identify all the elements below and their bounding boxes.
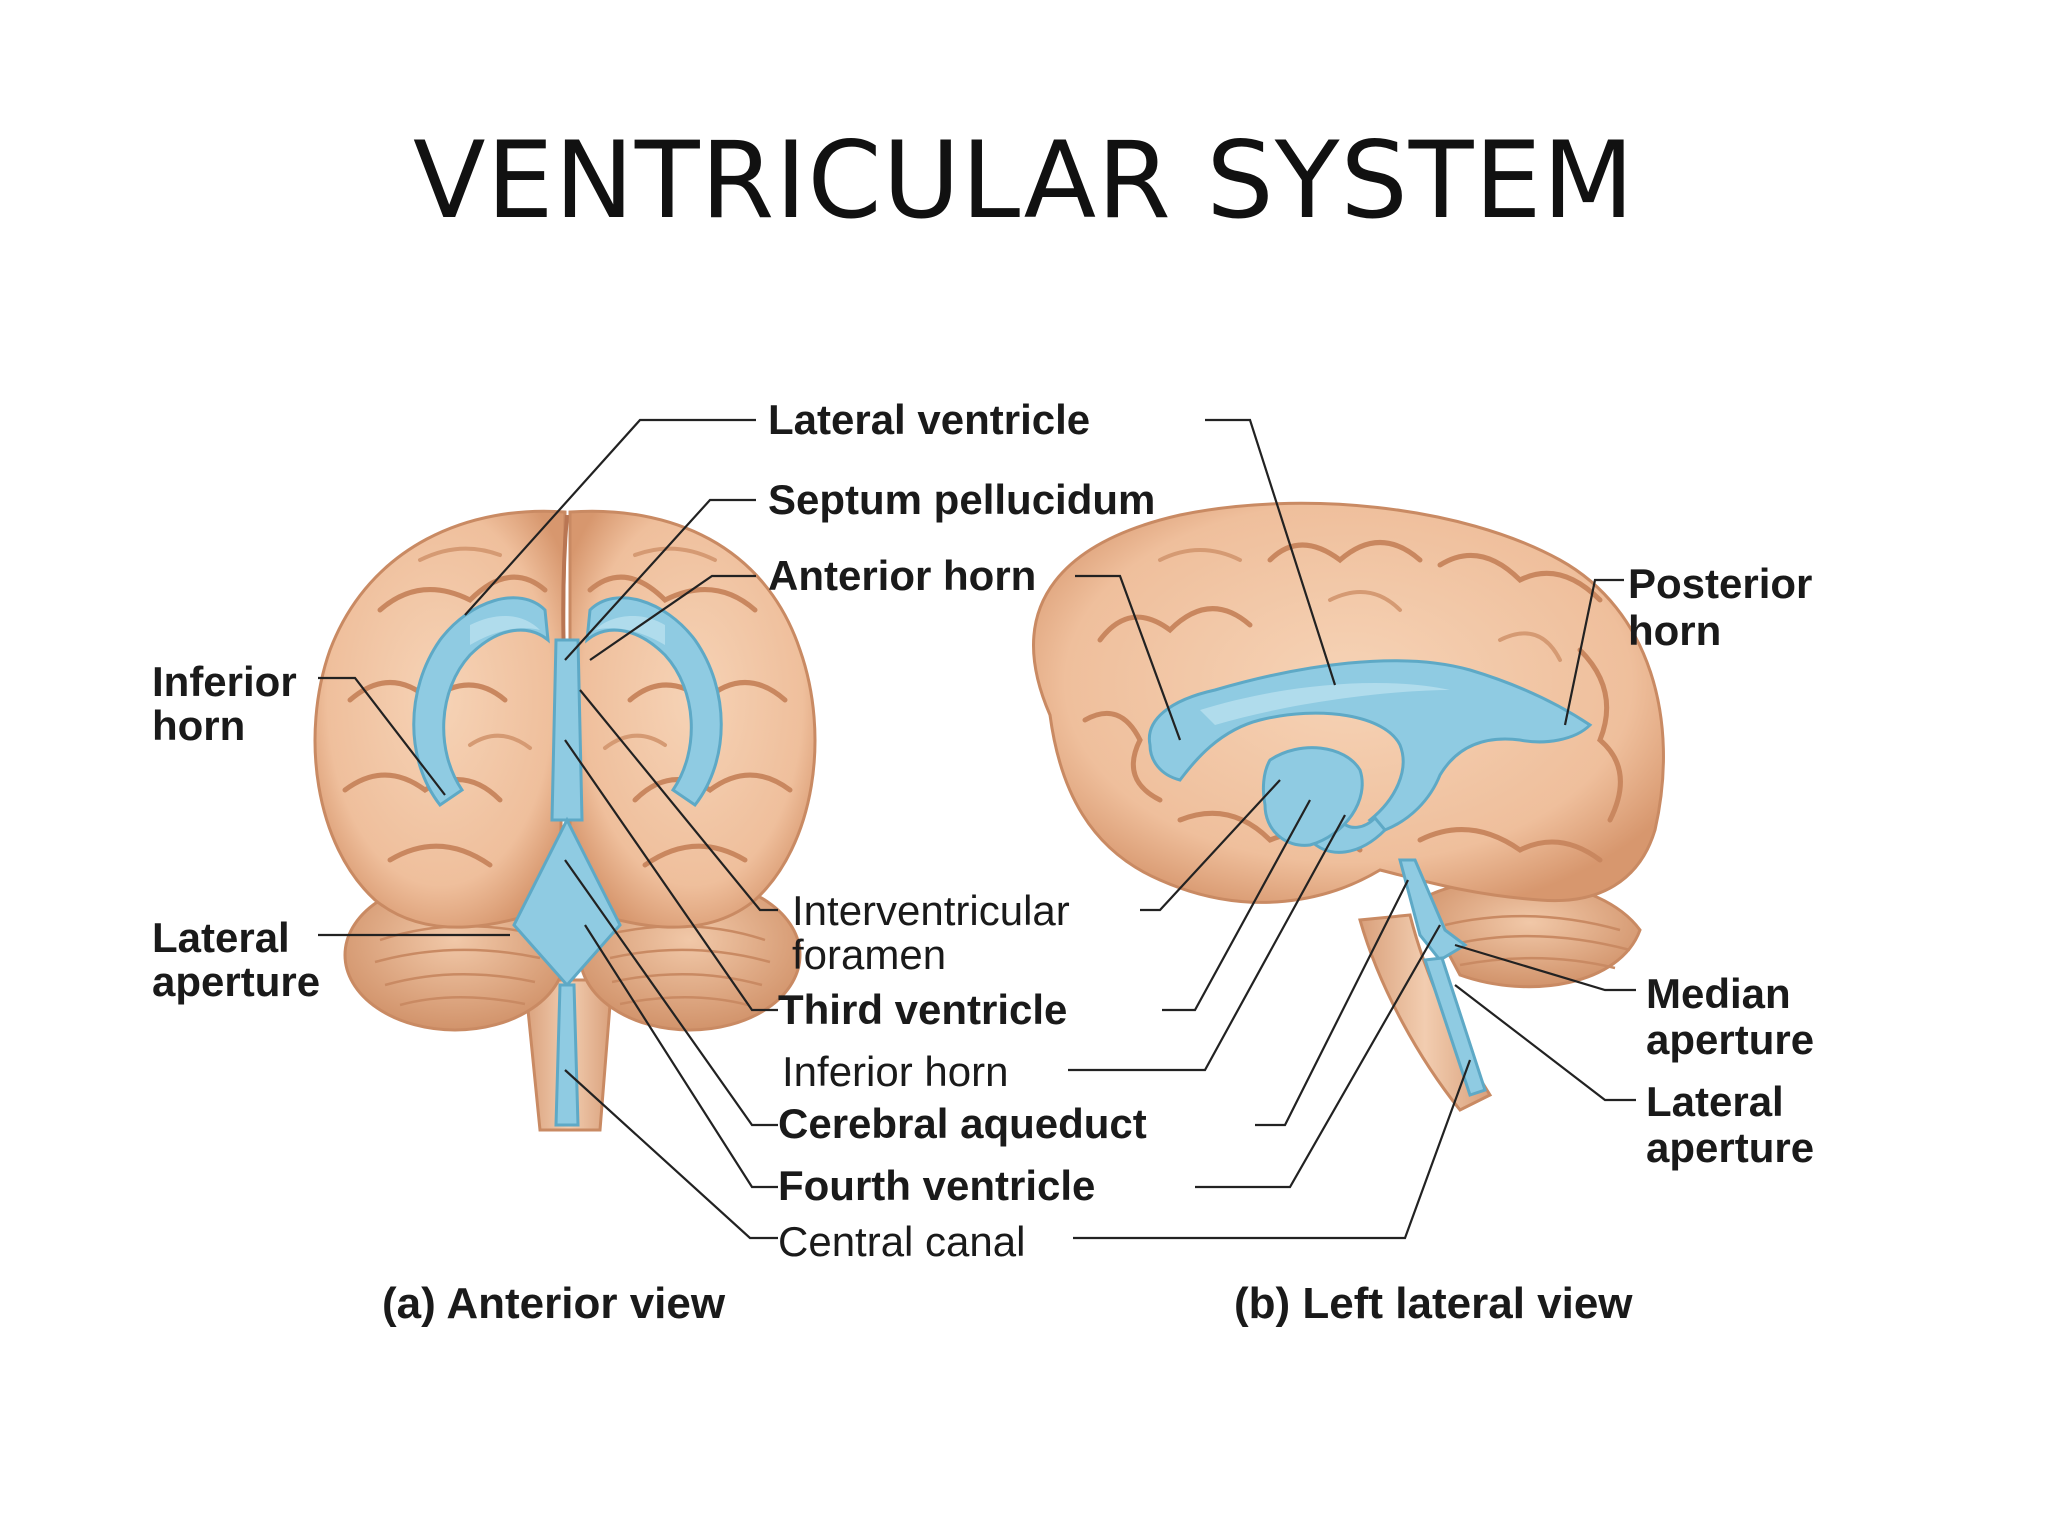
label-central-canal: Central canal <box>778 1218 1025 1265</box>
label-inferior-horn: Inferior horn <box>782 1048 1008 1095</box>
label-posterior-horn-line2: horn <box>1628 607 1721 654</box>
label-septum-pellucidum: Septum pellucidum <box>768 476 1155 523</box>
label-lateral-aperture-left-line1: Lateral <box>152 914 290 961</box>
slide-title: VENTRICULAR SYSTEM <box>413 119 1635 242</box>
label-lateral-ventricle: Lateral ventricle <box>768 396 1090 443</box>
caption-anterior-view: (a) Anterior view <box>382 1279 726 1328</box>
label-lateral-aperture-right-line1: Lateral <box>1646 1078 1784 1125</box>
label-median-aperture-line2: aperture <box>1646 1016 1814 1063</box>
leader-lines <box>318 418 1636 1240</box>
lateral-view-ventricles <box>1147 659 1593 1097</box>
label-median-aperture-line1: Median <box>1646 970 1791 1017</box>
caption-lateral-view: (b) Left lateral view <box>1234 1279 1633 1328</box>
anterior-view-ventricles <box>412 596 723 1127</box>
label-interventricular-foramen-line2: foramen <box>792 931 946 978</box>
label-third-ventricle: Third ventricle <box>778 986 1067 1033</box>
label-lateral-aperture-left-line2: aperture <box>152 958 320 1005</box>
label-posterior-horn-line1: Posterior <box>1628 560 1812 607</box>
label-inferior-horn-left-line1: Inferior <box>152 658 297 705</box>
label-anterior-horn: Anterior horn <box>768 552 1036 599</box>
label-interventricular-foramen-line1: Interventricular <box>792 887 1070 934</box>
label-cerebral-aqueduct: Cerebral aqueduct <box>778 1100 1147 1147</box>
label-fourth-ventricle: Fourth ventricle <box>778 1162 1095 1209</box>
label-inferior-horn-left-line2: horn <box>152 702 245 749</box>
label-lateral-aperture-right-line2: aperture <box>1646 1124 1814 1171</box>
labels: Lateral ventricle Septum pellucidum Ante… <box>152 396 1814 1328</box>
